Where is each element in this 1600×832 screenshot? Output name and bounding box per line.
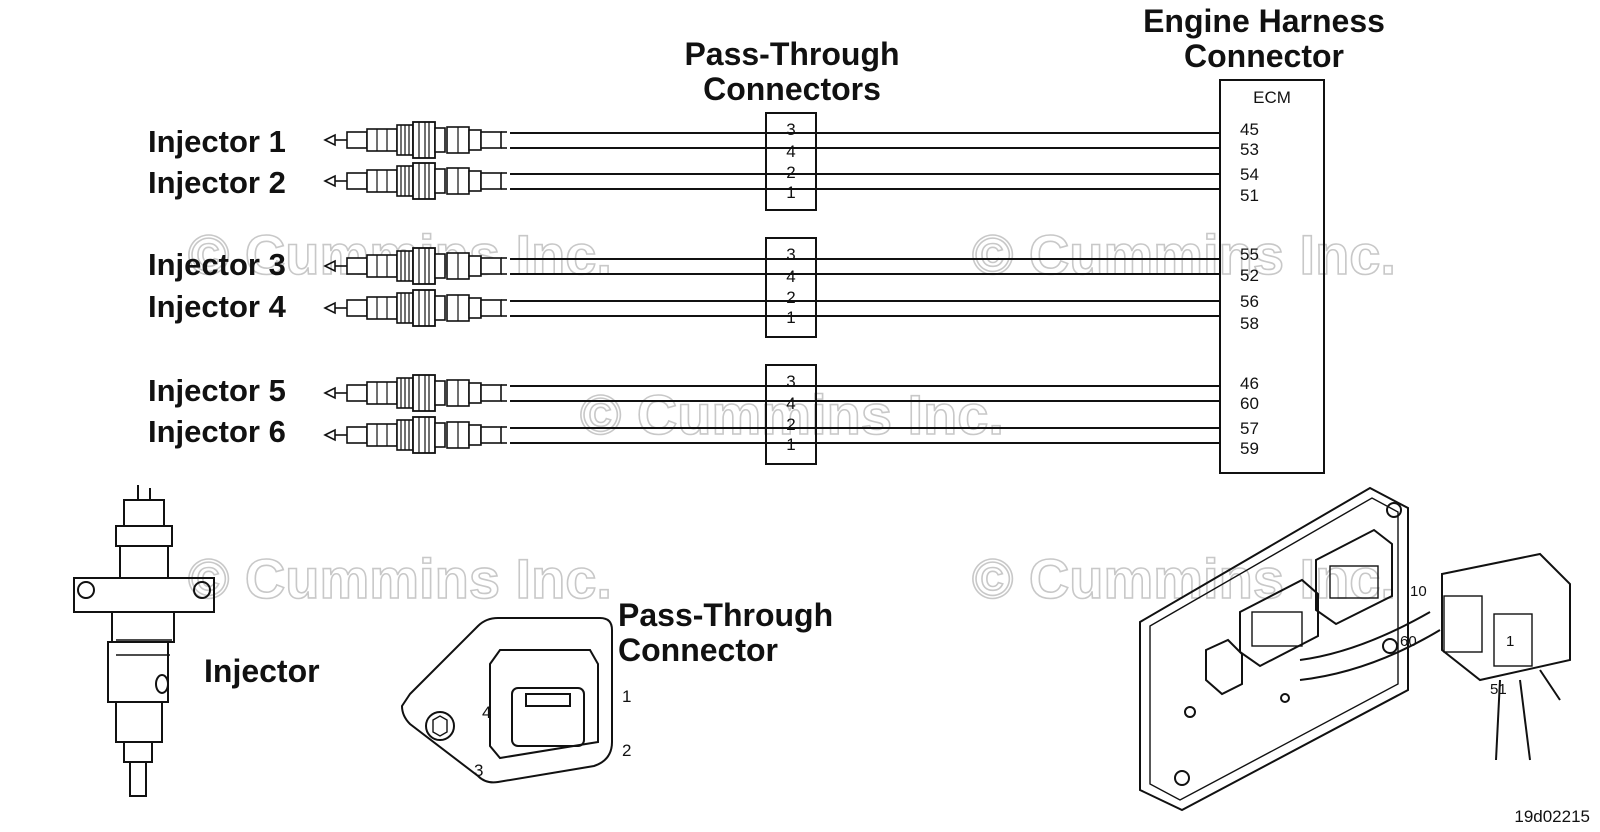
injector-2-label: Injector 2 bbox=[148, 165, 286, 200]
ecm-pin: 56 bbox=[1240, 292, 1259, 311]
injector-row-5: Injector 5 bbox=[148, 373, 508, 412]
pt3-pin-d: 1 bbox=[786, 435, 795, 454]
injector-2-plug bbox=[324, 162, 508, 200]
ecm-pin: 52 bbox=[1240, 266, 1259, 285]
wires bbox=[510, 132, 1220, 444]
pt-detail-pin-2: 2 bbox=[622, 741, 631, 760]
ecm-connector-box: ECM bbox=[1219, 79, 1325, 474]
watermark-5: © Cummins Inc. bbox=[972, 547, 1396, 610]
watermark-3: © Cummins Inc. bbox=[580, 383, 1004, 446]
pt3-pin-a: 3 bbox=[786, 372, 795, 391]
watermarks: © Cummins Inc. © Cummins Inc. © Cummins … bbox=[187, 222, 1397, 611]
pt-detail-pin-3: 3 bbox=[474, 761, 483, 780]
ecm-detail-pin-10: 10 bbox=[1410, 583, 1427, 600]
pt-detail-pin-4: 4 bbox=[482, 703, 491, 722]
pass-through-connector-1: 3 4 2 1 bbox=[765, 112, 817, 211]
pt2-pin-d: 1 bbox=[786, 308, 795, 327]
pt1-pin-a: 3 bbox=[786, 120, 795, 139]
injector-5-label: Injector 5 bbox=[148, 373, 286, 408]
watermark-2: © Cummins Inc. bbox=[972, 223, 1396, 286]
ecm-detail-pin-60: 60 bbox=[1400, 633, 1417, 650]
injector-illustration bbox=[73, 485, 215, 797]
ecm-pin: 53 bbox=[1240, 140, 1259, 159]
injector-1-plug bbox=[324, 121, 508, 159]
injector-row-6: Injector 6 bbox=[148, 414, 508, 454]
engine-harness-title-line2: Connector bbox=[1184, 38, 1344, 74]
ecm-pin: 58 bbox=[1240, 314, 1259, 333]
injector-row-4: Injector 4 bbox=[148, 289, 508, 327]
injector-row-2: Injector 2 bbox=[148, 162, 508, 200]
ecm-detail-pin-1: 1 bbox=[1506, 633, 1514, 650]
ecm-pin: 55 bbox=[1240, 245, 1259, 264]
injector-6-label: Injector 6 bbox=[148, 414, 286, 449]
injector-6-plug bbox=[324, 416, 508, 454]
pt-detail-title-line2: Connector bbox=[618, 632, 778, 668]
pt-detail-title-line1: Pass-Through bbox=[618, 597, 833, 633]
ecm-pin: 45 bbox=[1240, 120, 1259, 139]
pt1-pin-b: 4 bbox=[786, 142, 795, 161]
ecm-pin-numbers: 45 53 54 51 55 52 56 58 46 60 57 59 bbox=[1240, 120, 1259, 458]
figure-id: 19d02215 bbox=[1514, 807, 1590, 826]
injector-row-3: Injector 3 bbox=[148, 247, 508, 285]
injector-detail-label: Injector bbox=[204, 653, 320, 689]
pt2-pin-a: 3 bbox=[786, 245, 795, 264]
pt2-pin-c: 2 bbox=[786, 288, 795, 307]
pass-through-connector-3: 3 4 2 1 bbox=[765, 364, 817, 465]
ecm-detail-pin-51: 51 bbox=[1490, 681, 1507, 698]
pt1-pin-c: 2 bbox=[786, 163, 795, 182]
injector-1-label: Injector 1 bbox=[148, 124, 286, 159]
engine-harness-title-line1: Engine Harness bbox=[1143, 3, 1385, 39]
ecm-label: ECM bbox=[1253, 88, 1291, 107]
pt2-pin-b: 4 bbox=[786, 267, 795, 286]
injector-4-label: Injector 4 bbox=[148, 289, 287, 324]
ecm-pin: 54 bbox=[1240, 165, 1259, 184]
pass-through-title-line2: Connectors bbox=[703, 71, 881, 107]
injector-4-plug bbox=[324, 289, 508, 327]
ecm-pin: 60 bbox=[1240, 394, 1259, 413]
pass-through-title-line1: Pass-Through bbox=[684, 36, 899, 72]
pass-through-connector-illustration bbox=[400, 617, 613, 784]
ecm-pin: 57 bbox=[1240, 419, 1259, 438]
pt3-pin-b: 4 bbox=[786, 394, 795, 413]
injector-3-label: Injector 3 bbox=[148, 247, 286, 282]
pt-detail-pin-1: 1 bbox=[622, 687, 631, 706]
injector-5-plug bbox=[324, 374, 508, 412]
watermark-4: © Cummins Inc. bbox=[188, 547, 612, 610]
injector-row-1: Injector 1 bbox=[148, 121, 508, 159]
pt1-pin-d: 1 bbox=[786, 183, 795, 202]
ecm-pin: 46 bbox=[1240, 374, 1259, 393]
pass-through-connector-2: 3 4 2 1 bbox=[765, 237, 817, 338]
ecm-pin: 51 bbox=[1240, 186, 1259, 205]
ecm-pin: 59 bbox=[1240, 439, 1259, 458]
ecm-module-illustration bbox=[1139, 486, 1571, 812]
pt3-pin-c: 2 bbox=[786, 415, 795, 434]
